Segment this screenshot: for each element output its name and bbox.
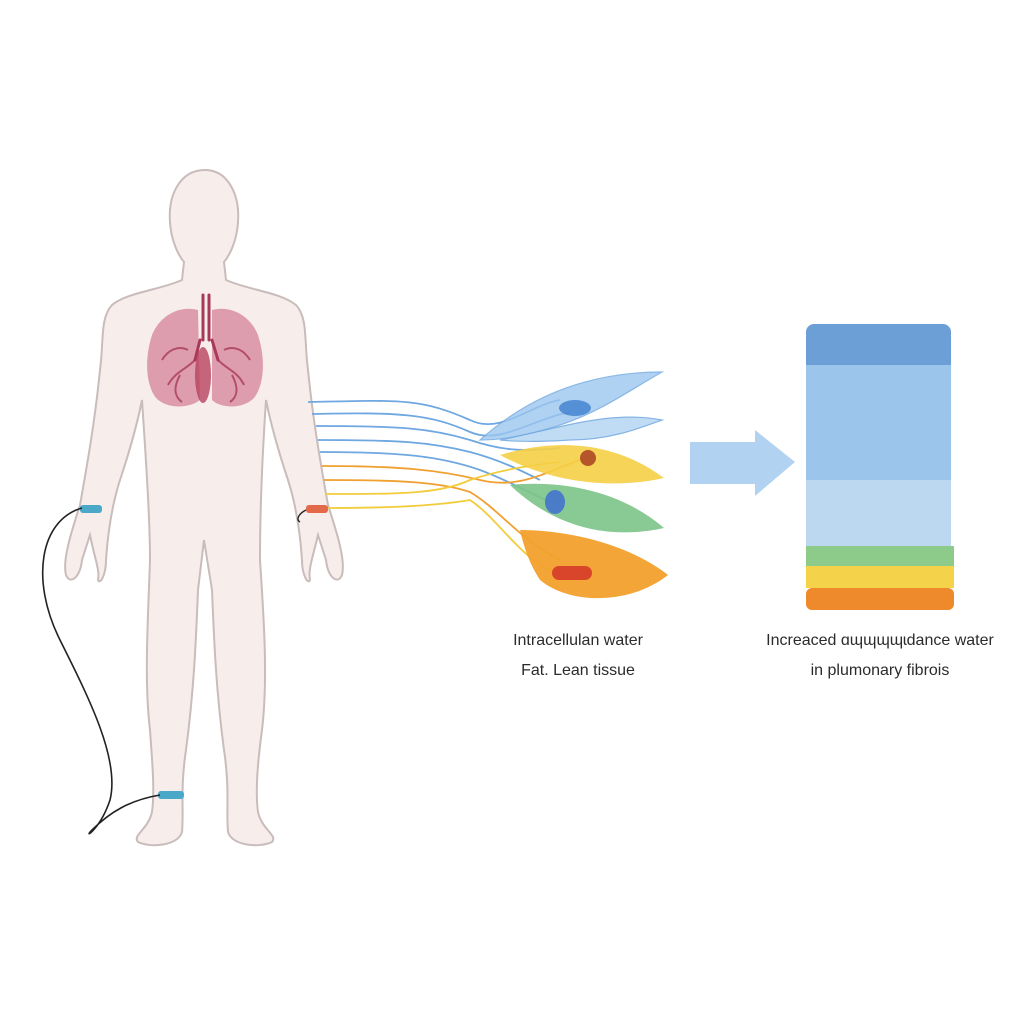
left-ankle-electrode — [158, 791, 184, 799]
bronchi-left — [161, 347, 196, 403]
orange-cell-nucleus — [552, 566, 592, 580]
yellow-leaf — [500, 445, 664, 484]
fibrosis-caption: Increaced ɑɰɰɰɰɩdance water in plumonary… — [760, 626, 1000, 686]
right-wrist-electrode — [306, 505, 328, 513]
composition-bar — [806, 324, 954, 610]
lungs — [147, 293, 263, 407]
human-body-figure — [41, 168, 344, 847]
bar-segment-orange — [806, 588, 954, 610]
fibrosis-caption-line-2: in plumonary fibrois — [810, 662, 950, 679]
trachea — [193, 293, 220, 362]
heart — [195, 347, 211, 403]
orange-leaf — [520, 530, 668, 599]
blue-cell-nucleus — [559, 400, 591, 416]
right-wrist-cable — [297, 509, 307, 523]
green-cell-nucleus — [545, 490, 565, 514]
tissue-caption: Intracellulan water Fat. Lean tissue — [478, 626, 678, 686]
fibrosis-caption-line-1: Increaced ɑɰɰɰɰɩdance water — [766, 632, 994, 649]
right-lung — [212, 308, 263, 407]
electrode-cable — [41, 507, 161, 835]
bronchi-right — [217, 347, 251, 403]
green-leaf — [510, 483, 664, 533]
bar-segment-mid — [806, 365, 951, 480]
yellow-cell-nucleus — [580, 450, 596, 466]
left-wrist-electrode — [80, 505, 102, 513]
body-silhouette — [64, 168, 344, 847]
left-lung — [147, 308, 200, 407]
bar-segment-green — [806, 546, 954, 566]
bar-segment-yellow — [806, 566, 954, 588]
bar-segment-top-fill — [806, 355, 951, 367]
blue-leaf-lower — [499, 416, 665, 443]
tissue-caption-line-1: Intracellulan water — [513, 632, 643, 649]
tissue-caption-line-2: Fat. Lean tissue — [521, 662, 635, 679]
right-arrow-icon — [690, 430, 795, 496]
tissue-compartments — [478, 371, 668, 599]
bar-segment-low — [806, 480, 951, 546]
signal-line-blue-4 — [317, 439, 541, 481]
